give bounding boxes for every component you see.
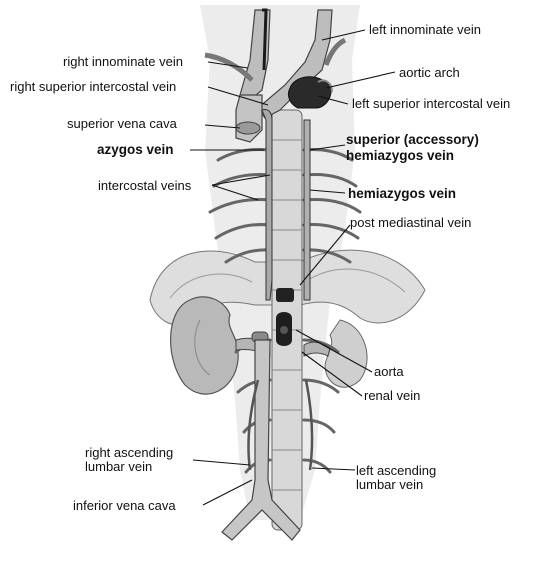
- label-right-superior-intercostal-vein: right superior intercostal vein: [10, 80, 176, 94]
- aortic-arch-shape: [288, 77, 332, 108]
- label-left-ascending-lumbar-vein: left ascending lumbar vein: [356, 464, 436, 492]
- label-aortic-arch: aortic arch: [399, 66, 460, 80]
- label-right-ascending-lumbar-vein: right ascending lumbar vein: [85, 446, 173, 474]
- label-aorta: aorta: [374, 365, 404, 379]
- right-kidney: [171, 297, 239, 394]
- label-superior-accessory-hemiazygos-line1: superior (accessory): [346, 133, 479, 147]
- aortic-hiatus: [276, 288, 294, 346]
- label-inferior-vena-cava: inferior vena cava: [73, 499, 176, 513]
- label-azygos-vein: azygos vein: [97, 143, 174, 157]
- label-left-innominate-vein: left innominate vein: [369, 23, 481, 37]
- left-kidney: [325, 320, 367, 387]
- label-post-mediastinal-vein: post mediastinal vein: [350, 216, 471, 230]
- label-intercostal-veins: intercostal veins: [98, 179, 191, 193]
- label-superior-vena-cava: superior vena cava: [67, 117, 177, 131]
- label-renal-vein: renal vein: [364, 389, 420, 403]
- label-left-superior-intercostal-vein: left superior intercostal vein: [352, 97, 510, 111]
- label-right-innominate-vein: right innominate vein: [63, 55, 183, 69]
- hemiazygos-veins-shape: [304, 120, 310, 300]
- label-superior-accessory-hemiazygos-line2: hemiazygos vein: [346, 149, 454, 163]
- label-hemiazygos-vein: hemiazygos vein: [348, 187, 456, 201]
